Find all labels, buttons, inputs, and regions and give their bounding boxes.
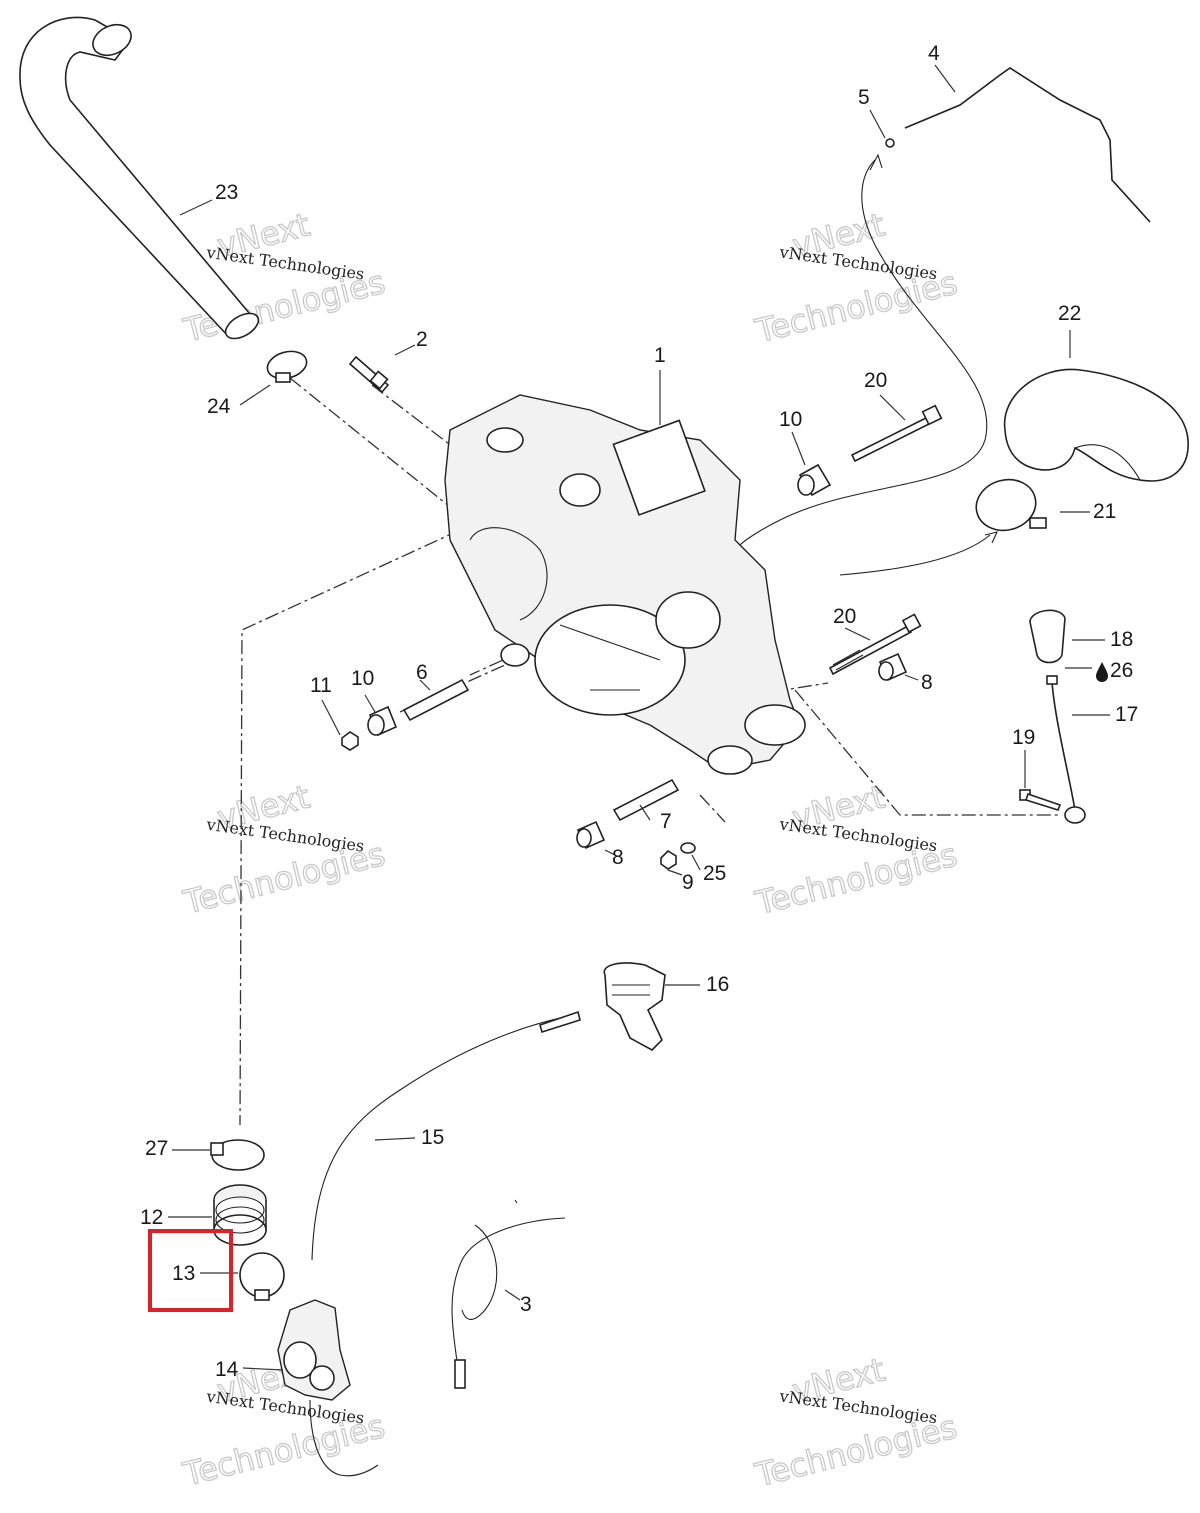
label-part-8-bottom: 8 bbox=[612, 846, 624, 869]
watermark-middle-right: vNext Technologies vNext Technologies bbox=[751, 777, 962, 923]
air-intake-boot[interactable] bbox=[1003, 368, 1189, 482]
label-part-21: 21 bbox=[1093, 500, 1116, 523]
highlight-box-part-13 bbox=[148, 1229, 233, 1312]
vent-hose[interactable] bbox=[904, 67, 1151, 223]
label-part-6: 6 bbox=[416, 661, 428, 684]
oil-line[interactable] bbox=[1046, 675, 1086, 824]
engine-bolt-upper[interactable] bbox=[850, 404, 943, 463]
label-part-10-lower: 10 bbox=[351, 667, 374, 690]
engine-bushing-lower[interactable] bbox=[367, 705, 398, 737]
engine-bushing-upper[interactable] bbox=[797, 463, 832, 497]
label-part-26: 26 bbox=[1110, 659, 1133, 682]
filler-cap[interactable] bbox=[1029, 609, 1066, 664]
vent-line bbox=[739, 153, 988, 546]
carburetor-clamp-lower[interactable] bbox=[239, 1252, 285, 1301]
label-part-23: 23 bbox=[215, 181, 238, 204]
boot-clamp[interactable] bbox=[839, 473, 1047, 576]
intake-adapter[interactable] bbox=[213, 1184, 267, 1246]
label-part-25: 25 bbox=[703, 862, 726, 885]
label-part-4: 4 bbox=[928, 42, 940, 65]
leader-lines bbox=[168, 64, 1110, 1371]
label-part-1: 1 bbox=[654, 344, 666, 367]
label-part-14: 14 bbox=[215, 1358, 239, 1381]
exhaust-pipe[interactable] bbox=[19, 16, 263, 343]
mount-bushing-bottom[interactable] bbox=[576, 820, 606, 850]
label-part-20-upper: 20 bbox=[864, 369, 887, 392]
label-part-20-lower: 20 bbox=[833, 605, 856, 628]
label-part-12: 12 bbox=[140, 1206, 163, 1229]
watermark-top-right: vNext Technologies vNext Technologies bbox=[751, 205, 962, 351]
oil-drop-icon bbox=[1096, 662, 1108, 682]
choke-cable[interactable] bbox=[451, 1199, 566, 1389]
label-part-11: 11 bbox=[310, 674, 332, 697]
carburetor[interactable] bbox=[277, 1299, 379, 1477]
label-part-3: 3 bbox=[520, 1293, 532, 1316]
spacer-sleeve-7[interactable] bbox=[612, 778, 680, 822]
engine-nut[interactable] bbox=[341, 731, 359, 751]
mount-washer[interactable] bbox=[680, 842, 696, 854]
label-part-2: 2 bbox=[416, 328, 428, 351]
engine-bolt-lower[interactable] bbox=[828, 613, 922, 676]
mount-nut[interactable] bbox=[660, 849, 677, 870]
engine[interactable] bbox=[444, 394, 806, 775]
part-labels: 1 2 3 4 5 6 7 8 8 9 10 10 11 12 13 14 15… bbox=[140, 42, 1138, 1381]
label-part-19: 19 bbox=[1012, 726, 1035, 749]
label-part-10-upper: 10 bbox=[779, 408, 802, 431]
label-part-15: 15 bbox=[421, 1126, 444, 1149]
label-part-27: 27 bbox=[145, 1137, 168, 1160]
carburetor-clamp-upper[interactable] bbox=[210, 1139, 265, 1171]
hose-fitting[interactable] bbox=[885, 138, 895, 148]
label-part-13: 13 bbox=[172, 1262, 195, 1285]
exhaust-clamp[interactable] bbox=[264, 347, 309, 383]
mount-bushing-right[interactable] bbox=[878, 652, 908, 682]
spark-plug[interactable] bbox=[348, 355, 390, 394]
spacer-sleeve-6[interactable] bbox=[402, 678, 470, 722]
label-part-7: 7 bbox=[660, 810, 672, 833]
label-part-5: 5 bbox=[858, 86, 870, 109]
line-bolt[interactable] bbox=[1019, 789, 1062, 811]
label-part-24: 24 bbox=[207, 395, 231, 418]
label-part-16: 16 bbox=[706, 973, 729, 996]
watermark-bottom-right: vNext Technologies vNext Technologies bbox=[750, 1350, 961, 1495]
label-part-9: 9 bbox=[682, 871, 694, 894]
label-part-18: 18 bbox=[1110, 628, 1133, 651]
throttle-cable[interactable] bbox=[311, 1010, 581, 1261]
label-part-22: 22 bbox=[1058, 302, 1081, 325]
label-part-8-right: 8 bbox=[921, 671, 933, 694]
watermark-middle-left: vNext Technologies vNext Technologies bbox=[178, 777, 389, 922]
throttle-housing[interactable] bbox=[603, 962, 666, 1051]
label-part-17: 17 bbox=[1115, 703, 1138, 726]
